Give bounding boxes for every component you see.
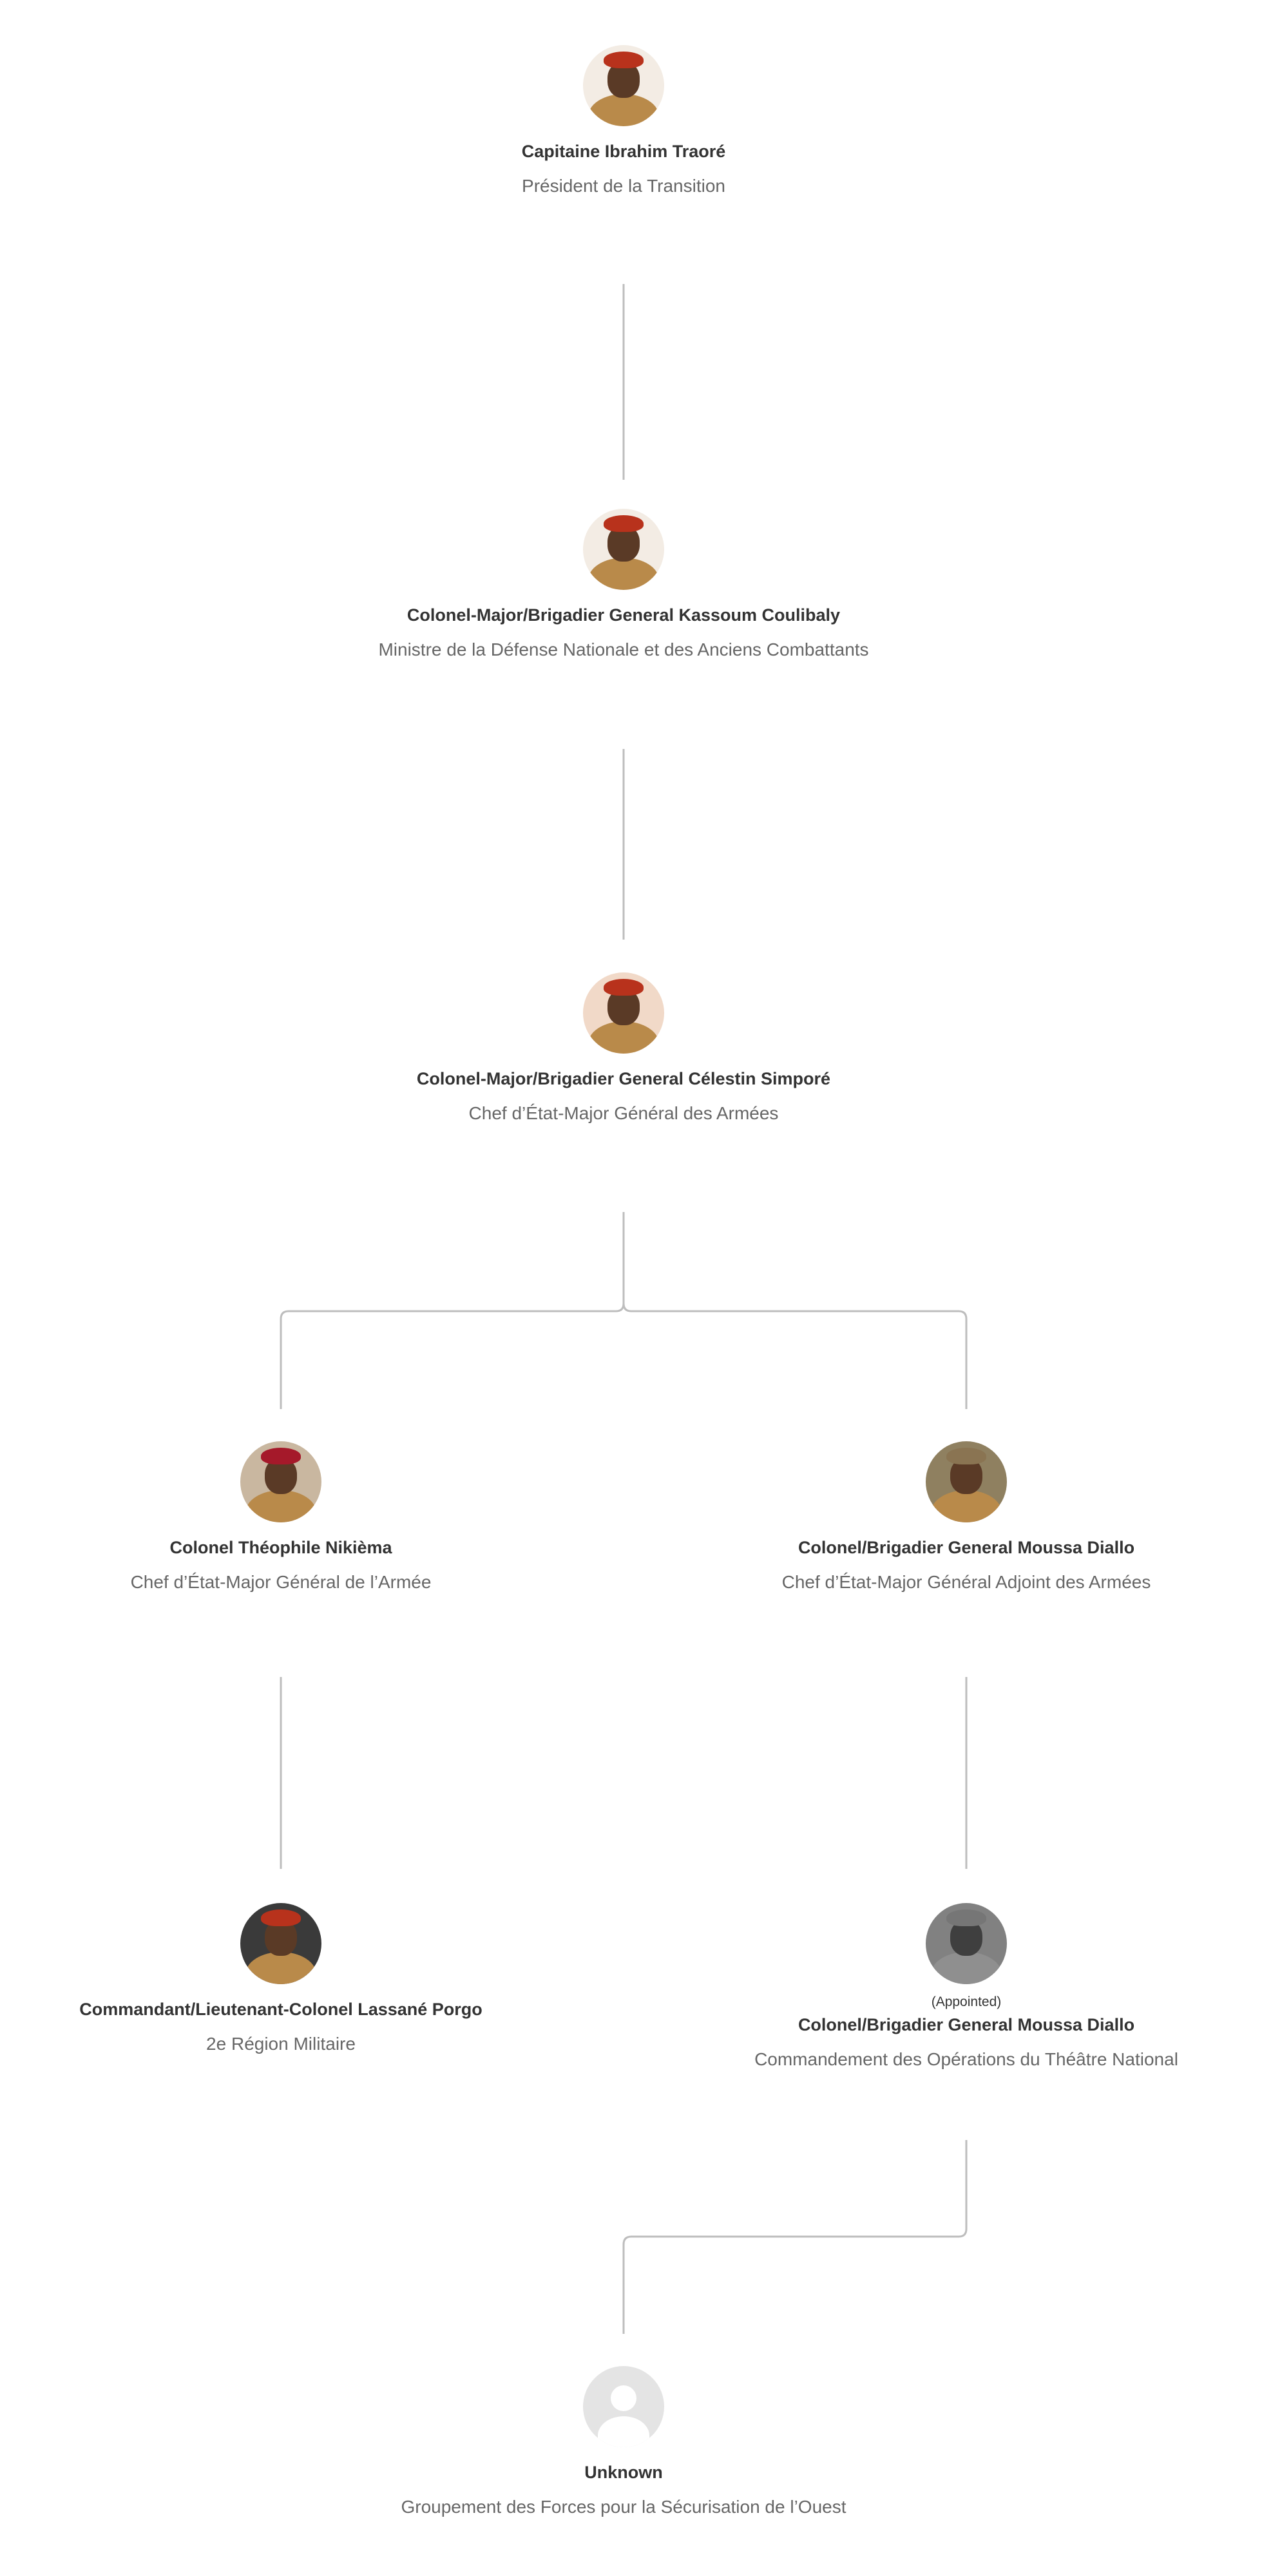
avatar bbox=[240, 1441, 321, 1522]
node-title: 2e Région Militaire bbox=[206, 2034, 356, 2054]
org-node-president[interactable]: Capitaine Ibrahim Traoré Président de la… bbox=[301, 45, 946, 197]
node-name: Commandant/Lieutenant-Colonel Lassané Po… bbox=[79, 2000, 483, 2019]
node-title: Chef d’État-Major Général Adjoint des Ar… bbox=[781, 1572, 1151, 1592]
avatar bbox=[240, 1903, 321, 1984]
node-title: Groupement des Forces pour la Sécurisati… bbox=[401, 2497, 846, 2517]
connector bbox=[622, 2140, 968, 2334]
node-name: Unknown bbox=[584, 2463, 663, 2482]
org-node-deputy-chief[interactable]: Colonel/Brigadier General Moussa Diallo … bbox=[644, 1441, 1262, 1593]
avatar bbox=[926, 1903, 1007, 1984]
appointed-note: (Appointed) bbox=[931, 1994, 1002, 2009]
node-name: Colonel Théophile Nikièma bbox=[169, 1538, 392, 1557]
avatar bbox=[583, 509, 664, 590]
node-title: Président de la Transition bbox=[522, 176, 725, 196]
avatar bbox=[926, 1441, 1007, 1522]
org-node-theatre-command[interactable]: (Appointed) Colonel/Brigadier General Mo… bbox=[644, 1903, 1262, 2070]
node-name: Colonel/Brigadier General Moussa Diallo bbox=[798, 2015, 1135, 2034]
node-title: Ministre de la Défense Nationale et des … bbox=[378, 639, 869, 659]
avatar bbox=[583, 45, 664, 126]
org-node-military-region[interactable]: Commandant/Lieutenant-Colonel Lassané Po… bbox=[0, 1903, 603, 2055]
avatar bbox=[583, 972, 664, 1054]
node-title: Commandement des Opérations du Théâtre N… bbox=[754, 2049, 1178, 2069]
org-node-chief-of-staff[interactable]: Colonel-Major/Brigadier General Célestin… bbox=[301, 972, 946, 1124]
node-title: Chef d’État-Major Général des Armées bbox=[468, 1103, 779, 1123]
person-placeholder-icon bbox=[583, 2366, 664, 2447]
org-node-defense-minister[interactable]: Colonel-Major/Brigadier General Kassoum … bbox=[301, 509, 946, 661]
org-node-west-forces[interactable]: Unknown Groupement des Forces pour la Sé… bbox=[301, 2366, 946, 2518]
connector bbox=[622, 1212, 968, 1409]
connector bbox=[280, 1212, 625, 1409]
node-name: Capitaine Ibrahim Traoré bbox=[521, 142, 726, 161]
node-title: Chef d’État-Major Général de l’Armée bbox=[130, 1572, 432, 1592]
org-node-army-chief[interactable]: Colonel Théophile Nikièma Chef d’État-Ma… bbox=[0, 1441, 603, 1593]
node-name: Colonel/Brigadier General Moussa Diallo bbox=[798, 1538, 1135, 1557]
node-name: Colonel-Major/Brigadier General Kassoum … bbox=[406, 605, 841, 625]
node-name: Colonel-Major/Brigadier General Célestin… bbox=[416, 1069, 831, 1088]
